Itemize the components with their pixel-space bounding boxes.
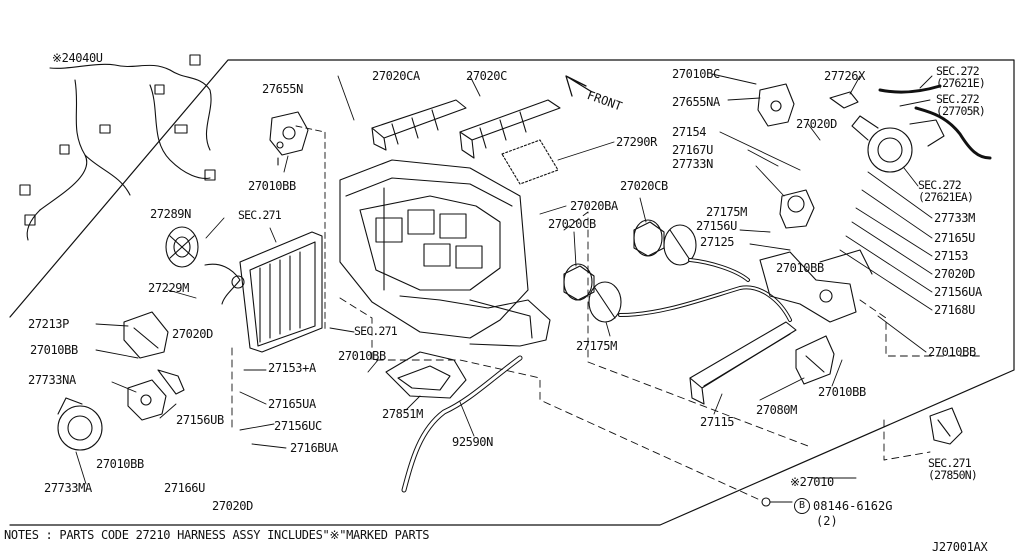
bracket-27850n-part [929, 407, 963, 445]
door-27020cb-part [563, 219, 665, 301]
actuator-27655na-part [757, 83, 815, 229]
case-27213p-part [123, 311, 169, 359]
evaporator-part [204, 231, 323, 353]
bolt-quantity: (2) [816, 514, 838, 528]
motor-27733m-part [829, 84, 992, 173]
part-label: 27229M [148, 281, 189, 295]
part-label: SEC.271 [928, 456, 972, 470]
part-label: 27010BB [928, 345, 976, 359]
part-label: SEC.271 [354, 324, 398, 338]
part-label: 27175M [576, 339, 617, 353]
part-label: 27010BC [672, 67, 720, 81]
part-label: 27289N [150, 207, 191, 221]
part-label: 27168U [934, 303, 975, 317]
linkage-assembly-part [759, 249, 873, 323]
part-label: 27165U [934, 231, 975, 245]
part-label: 27020D [796, 117, 837, 131]
bolt-symbol: B [794, 498, 810, 514]
diagram-code: J27001AX [932, 540, 988, 554]
part-label: 27020BA [570, 199, 618, 213]
part-label: SEC.272 [936, 92, 980, 106]
part-label: 27080M [756, 403, 797, 417]
part-label: SEC.271 [238, 208, 282, 222]
part-label: 27010BB [818, 385, 866, 399]
part-label: 27166U [164, 481, 205, 495]
drain-hose-92590n [401, 355, 523, 493]
heater-core-27115 [689, 321, 797, 405]
part-label: 27851M [382, 407, 423, 421]
part-label: 2716BUA [290, 441, 338, 455]
filter-27290r-part [501, 139, 559, 185]
heater-unit-housing [339, 159, 551, 347]
motor-27733ma-part [57, 397, 103, 451]
part-label: 27020D [212, 499, 253, 513]
front-direction-arrow [565, 75, 593, 97]
part-label: 27726X [824, 69, 865, 83]
part-label: (27621E) [936, 76, 986, 90]
part-label: (27621EA) [918, 190, 974, 204]
part-label: (27705R) [936, 104, 986, 118]
leader-lines [75, 73, 933, 485]
part-label: 27655N [262, 82, 303, 96]
motor-27080m-part [795, 335, 835, 385]
part-label: 27165UA [268, 397, 316, 411]
part-label: ※24040U [52, 51, 103, 65]
dashed-guide-lines [231, 211, 981, 501]
part-label: 27733NA [28, 373, 76, 387]
parts-note: NOTES : PARTS CODE 27210 HARNESS ASSY IN… [4, 528, 430, 542]
part-label: 27125 [700, 235, 735, 249]
part-label: 27010BB [248, 179, 296, 193]
part-label: 27156U [696, 219, 737, 233]
filter-27020c-part [459, 99, 561, 159]
bolt-part-number: 08146-6162G [813, 499, 893, 513]
part-label: 27213P [28, 317, 69, 331]
part-label: 27733MA [44, 481, 92, 495]
bolt-reference: B 08146-6162G [794, 498, 892, 514]
part-label: 27010BB [96, 457, 144, 471]
part-label: 27655NA [672, 95, 720, 109]
part-label: 27175M [706, 205, 747, 219]
actuator-27733na-part [127, 369, 185, 421]
part-label: 27167U [672, 143, 713, 157]
filter-27020ca-part [371, 99, 467, 151]
part-label: ※27010 [790, 475, 834, 489]
bolt-part [761, 497, 793, 507]
actuator-27655n-part [269, 111, 326, 331]
part-label: 27020C [466, 69, 507, 83]
part-label: 27115 [700, 415, 735, 429]
part-label: 27156UC [274, 419, 322, 433]
part-label: 92590N [452, 435, 493, 449]
part-label: 27290R [616, 135, 657, 149]
assembly-frame [9, 59, 1015, 526]
part-label: 27010BB [338, 349, 386, 363]
part-label: 27020CB [548, 217, 596, 231]
part-label: 27154 [672, 125, 707, 139]
part-label: (27850N) [928, 468, 978, 482]
part-label: 27020CB [620, 179, 668, 193]
part-label: 27733M [934, 211, 975, 225]
part-label: 27733N [672, 157, 713, 171]
wire-harness-part [19, 54, 216, 241]
part-label: 27156UA [934, 285, 982, 299]
part-label: 27010BB [776, 261, 824, 275]
part-label: 27156UB [176, 413, 224, 427]
part-label: SEC.272 [918, 178, 962, 192]
fan-27289n-part [165, 226, 199, 268]
part-label: SEC.272 [936, 64, 980, 78]
heater-pipe-27125 [618, 258, 792, 322]
part-label: 27020D [934, 267, 975, 281]
part-label: 27020D [172, 327, 213, 341]
part-label: 27010BB [30, 343, 78, 357]
part-label: 27153+A [268, 361, 316, 375]
gear-27175m-part [588, 224, 697, 323]
duct-27851m-part [385, 351, 467, 399]
part-label: 27020CA [372, 69, 420, 83]
part-label: 27153 [934, 249, 969, 263]
